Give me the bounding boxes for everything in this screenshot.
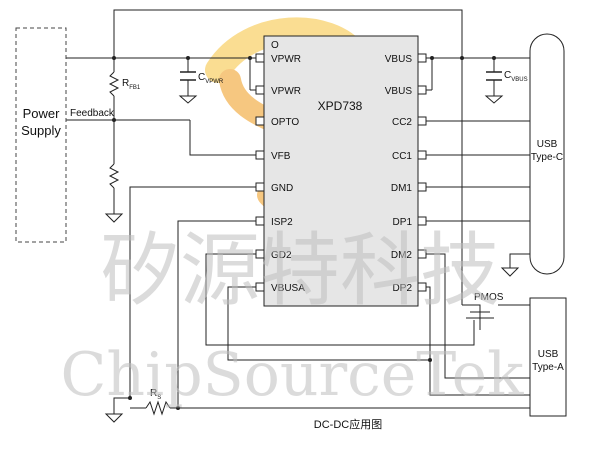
rs-label: RS (150, 388, 161, 401)
pin-right-1: VBUS (385, 54, 413, 65)
watermark-english: ChipSourceTek (60, 340, 524, 410)
pin-left-4: VFB (271, 151, 291, 162)
capacitor-cvbus-symbol (486, 71, 502, 81)
watermark-chinese: 矽源特科技 (100, 224, 500, 317)
cvpwr-label: CVPWR (198, 72, 224, 85)
usb-type-a-connector (529, 297, 567, 417)
pin-right-5: DM1 (391, 183, 413, 194)
ground-symbols (104, 95, 520, 423)
pin-left-2: VPWR (271, 86, 301, 97)
rfb1-label: RFB1 (122, 78, 141, 91)
circuit-wires (66, 9, 530, 416)
power-supply-label-line2: Supply (21, 123, 61, 138)
pin-left-1: VPWR (271, 54, 301, 65)
pin-left-6: ISP2 (271, 217, 293, 228)
pin-right-4: CC1 (392, 151, 412, 162)
xpd738-chip (263, 35, 419, 307)
pin-right-3: CC2 (392, 117, 412, 128)
usb-a-label-line2: Type-A (532, 362, 564, 373)
feedback-label: Feedback (70, 108, 115, 119)
pin-right-8: DP2 (393, 283, 413, 294)
right-pins: VBUS VBUS CC2 CC1 DM1 DP1 DM2 DP2 (385, 53, 427, 294)
usb-a-label-line1: USB (538, 349, 559, 360)
pin-right-2: VBUS (385, 86, 413, 97)
cvbus-label: CVBUS (504, 70, 528, 83)
pin-right-6: DP1 (393, 217, 413, 228)
usb-type-c-connector (529, 33, 565, 275)
power-supply-label-line1: Power (23, 106, 61, 121)
chip-name: XPD738 (318, 99, 363, 113)
pin-left-7: GD2 (271, 250, 292, 261)
pin-right-7: DM2 (391, 250, 413, 261)
capacitor-cvpwr-symbol (180, 71, 196, 81)
usb-c-label-line2: Type-C (531, 152, 563, 163)
pin-left-5: GND (271, 183, 293, 194)
diagram-caption: DC-DC应用图 (314, 417, 382, 431)
pin1-marker: O (271, 40, 279, 51)
usb-c-label-line1: USB (537, 139, 558, 150)
pin-left-8: VBUSA (271, 283, 305, 294)
pmos-label: PMOS (474, 292, 504, 303)
pin-left-3: OPTO (271, 117, 299, 128)
left-pins: VPWR VPWR OPTO VFB GND ISP2 GD2 VBUSA (255, 53, 305, 294)
junction-dots (112, 56, 496, 410)
pmos-symbol (466, 311, 494, 330)
power-supply-block (15, 27, 67, 243)
